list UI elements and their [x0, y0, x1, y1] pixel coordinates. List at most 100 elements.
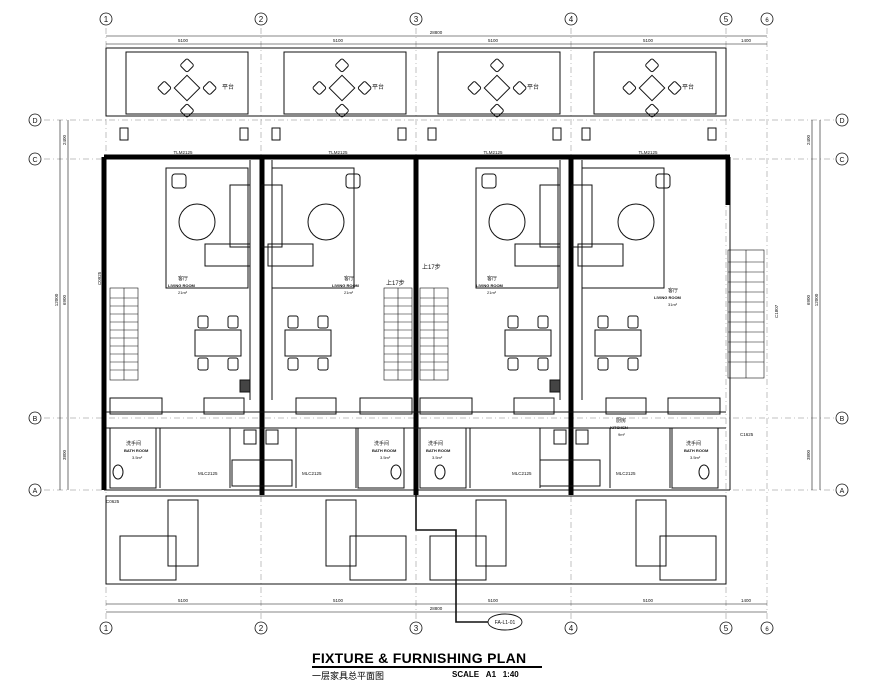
terrace-label-2: 平台: [372, 83, 384, 91]
dim-side-top-right: 2400: [806, 134, 811, 145]
window-label-3: TLM2125: [483, 150, 503, 155]
bottom-window-label: C0625: [106, 499, 120, 504]
side-window-left: C0925: [97, 271, 102, 285]
dim-bay-4-bottom: 5100: [643, 598, 654, 603]
stair-up-label-2: 上17步: [422, 263, 441, 271]
dim-side-mid-right: 6900: [806, 294, 811, 305]
grid-row-c-right: C: [839, 157, 844, 164]
small-window-label: C1625: [740, 432, 754, 437]
grid-col-5: 5: [724, 15, 729, 24]
title-block: FIXTURE & FURNISHING PLAN 一层家具总平面图 SCALE…: [312, 650, 542, 681]
counters: [109, 397, 721, 415]
callout: FA-L1-01: [487, 613, 523, 631]
living-en-4: LIVING ROOM: [654, 295, 682, 300]
drawing-scale: SCALE A1 1:40: [452, 670, 519, 679]
terrace-label-3: 平台: [527, 83, 539, 91]
terrace-label-1: 平台: [222, 83, 234, 91]
grid-col-1: 1: [104, 15, 109, 24]
grid-row-b-right: B: [840, 416, 845, 423]
grid-row-a-right: A: [840, 488, 845, 495]
dim-side-top-left: 2400: [62, 134, 67, 145]
window-label-2: TLM2125: [328, 150, 348, 155]
bath-en-4: BATH ROOM: [684, 448, 709, 453]
kitchen-cn: 厨房: [616, 417, 626, 424]
bath-area-1: 3.5m²: [132, 455, 143, 460]
bath-en-3: BATH ROOM: [426, 448, 451, 453]
grid-col-3-bottom: 3: [414, 624, 419, 633]
grid-col-6: 6: [765, 18, 769, 24]
door-label-3: MLC2125: [512, 471, 532, 476]
grid-col-3: 3: [414, 15, 419, 24]
grid-bubbles-rows: [28, 113, 849, 497]
grid-col-2: 2: [259, 15, 264, 24]
bath-en-2: BATH ROOM: [372, 448, 397, 453]
grid-row-b: B: [33, 416, 38, 423]
grid-row-c: C: [32, 157, 37, 164]
dim-side-mid-left: 6900: [62, 294, 67, 305]
dim-bay-1: 5100: [178, 38, 189, 43]
bathroom-labels: 洗手间 BATH ROOM 3.5m² 洗手间 BATH ROOM 3.5m² …: [124, 417, 709, 460]
callout-label: FA-L1-01: [495, 620, 516, 626]
door-label-1: MLC2125: [198, 471, 218, 476]
drawing-subtitle: 一层家具总平面图: [312, 671, 385, 681]
terrace-labels: 平台 平台 平台 平台: [222, 83, 694, 91]
bath-cn-1: 洗手间: [126, 440, 141, 447]
bath-cn-4: 洗手间: [686, 440, 701, 447]
column-markers: [119, 127, 717, 141]
kitchen-area: 9m²: [618, 432, 626, 437]
bath-en-1: BATH ROOM: [124, 448, 149, 453]
living-cn-3: 客厅: [487, 275, 497, 282]
window-label-4: TLM2125: [638, 150, 658, 155]
callout-path: [415, 495, 488, 623]
living-room-furniture: [165, 167, 671, 289]
living-en-3: LIVING ROOM: [476, 283, 504, 288]
bath-area-4: 3.5m²: [690, 455, 701, 460]
grid-labels-top: 1 2 3 4 5 6: [104, 15, 770, 24]
living-room-labels: 客厅 LIVING ROOM 21m² 客厅 LIVING ROOM 21m² …: [168, 275, 682, 307]
scale-ratio: 1:40: [502, 670, 519, 679]
living-en-2: LIVING ROOM: [332, 283, 360, 288]
door-label-4: MLC2125: [616, 471, 636, 476]
dining-furniture: [194, 315, 642, 371]
stairs: [109, 249, 765, 381]
dim-side-main-right: 12000: [814, 293, 819, 306]
bath-area-2: 3.5m²: [380, 455, 391, 460]
living-area-1: 21m²: [178, 290, 188, 295]
living-cn-2: 客厅: [344, 275, 354, 282]
living-en-1: LIVING ROOM: [168, 283, 196, 288]
stair-labels: 上17步 上17步: [386, 263, 441, 287]
grid-labels-rows: D C B A D C B A: [32, 118, 844, 495]
kitchen-en: KITCHEN: [610, 425, 628, 430]
grid-row-a: A: [33, 488, 38, 495]
dim-end-bottom: 1400: [741, 598, 752, 603]
bath-cn-3: 洗手间: [428, 440, 443, 447]
living-cn-1: 客厅: [178, 275, 188, 282]
dimension-texts: 28800 5100 5100 5100 5100 1400 28800 510…: [54, 30, 819, 611]
dim-end-top: 1400: [741, 38, 752, 43]
terrace-furniture: [157, 58, 682, 118]
grid-bubbles-bottom: [99, 621, 774, 635]
terrace-label-4: 平台: [682, 83, 694, 91]
bath-area-3: 3.5m²: [432, 455, 443, 460]
sheet-size: A1: [485, 670, 497, 679]
grid-row-d: D: [32, 118, 37, 125]
exterior-walls: [101, 154, 731, 495]
grid-bubbles-top: [99, 12, 774, 26]
grid-col-5-bottom: 5: [724, 624, 729, 633]
bath-cn-2: 洗手间: [374, 440, 389, 447]
bathroom-fixtures: [109, 427, 719, 489]
grid-col-2-bottom: 2: [259, 624, 264, 633]
door-label-2: MLC2125: [302, 471, 322, 476]
dim-bay-1-bottom: 5100: [178, 598, 189, 603]
window-label-1: TLM2125: [173, 150, 193, 155]
grid-lines: [44, 28, 835, 620]
dim-overall-bottom: 28800: [430, 606, 443, 611]
dim-side-main-left: 12000: [54, 293, 59, 306]
top-window-labels: TLM2125 TLM2125 TLM2125 TLM2125: [173, 150, 658, 155]
drawing-title: FIXTURE & FURNISHING PLAN: [312, 650, 542, 668]
grid-col-1-bottom: 1: [104, 624, 109, 633]
grid-col-4-bottom: 4: [569, 624, 574, 633]
living-cn-4: 客厅: [668, 287, 678, 294]
stair-up-label-1: 上17步: [386, 279, 405, 287]
